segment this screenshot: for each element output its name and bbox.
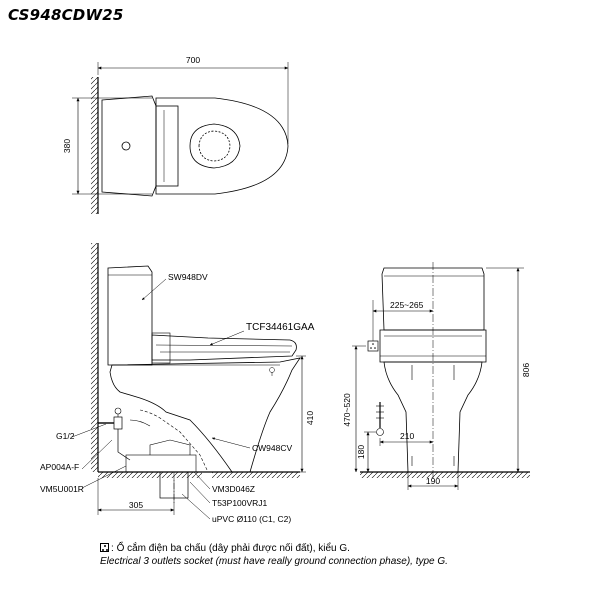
- top-seat-outline: [155, 97, 289, 195]
- label-flange: VM3D046Z: [212, 484, 255, 494]
- supply-hose: [117, 429, 131, 461]
- top-view: [72, 62, 289, 214]
- stop-valve: [113, 416, 123, 430]
- label-drain-pipe: uPVC Ø110 (C1, C2): [212, 514, 291, 524]
- label-seat-part: TCF34461GAA: [246, 322, 315, 333]
- dim-rough-in-label: 305: [129, 500, 143, 510]
- dim-width-label: 700: [186, 55, 200, 65]
- leader-vm5u: [81, 465, 127, 489]
- front-valve: [376, 428, 384, 436]
- drain-flange: [125, 454, 197, 473]
- dim-valve-height-label: 180: [356, 445, 366, 459]
- dim-valve-offset-label: 210: [400, 431, 414, 441]
- seat-control-unit: [155, 105, 179, 187]
- side-wall-hatch: [91, 243, 98, 472]
- side-view: [71, 243, 306, 520]
- side-tank-outline: [107, 265, 153, 366]
- label-tank-part: SW948DV: [168, 272, 208, 282]
- leader-vm3d: [193, 471, 211, 490]
- dim-socket-range-label: 225~265: [390, 300, 424, 310]
- leader-g12: [71, 423, 107, 438]
- leader-upvc: [181, 493, 211, 520]
- bowl-opening: [189, 123, 241, 169]
- label-inlet-thread: G1/2: [56, 431, 75, 441]
- label-stop-valve: AP004A-F: [40, 462, 79, 472]
- legend-en: Electrical 3 outlets socket (must have r…: [100, 556, 448, 567]
- dim-depth-label: 380: [62, 139, 72, 153]
- leader-ap004: [81, 439, 113, 470]
- legend-vn: : Ổ cắm điện ba chấu (dây phải được nối …: [100, 543, 350, 554]
- side-seat-outline: [151, 334, 297, 361]
- leader-t53p: [189, 481, 211, 504]
- label-supply-hose: VM5U001R: [40, 484, 84, 494]
- socket-icon: [100, 543, 109, 552]
- dim-total-height-label: 806: [521, 363, 531, 377]
- label-bolt-set: T53P100VRJ1: [212, 498, 268, 508]
- front-bowl-outline: [383, 361, 483, 473]
- front-seat-outline: [379, 329, 487, 363]
- model-code-title: CS948CDW25: [8, 6, 124, 24]
- dim-socket-height-label: 470~520: [342, 393, 352, 427]
- leader-tank: [141, 278, 167, 301]
- side-bowl-outline: [109, 357, 301, 473]
- front-view: [352, 262, 530, 490]
- label-bowl-part: CW948CV: [252, 443, 292, 453]
- dim-seat-height-label: 410: [305, 411, 315, 425]
- leader-bowl: [211, 437, 251, 449]
- top-tank-outline: [101, 95, 157, 197]
- leader-seat: [209, 330, 245, 346]
- dim-base-width-label: 190: [426, 476, 440, 486]
- flush-button: [121, 141, 131, 151]
- legend-vn-text: Ổ cắm điện ba chấu (dây phải được nối đấ…: [116, 543, 350, 554]
- front-socket: [367, 340, 379, 352]
- top-wall-hatch: [91, 77, 98, 214]
